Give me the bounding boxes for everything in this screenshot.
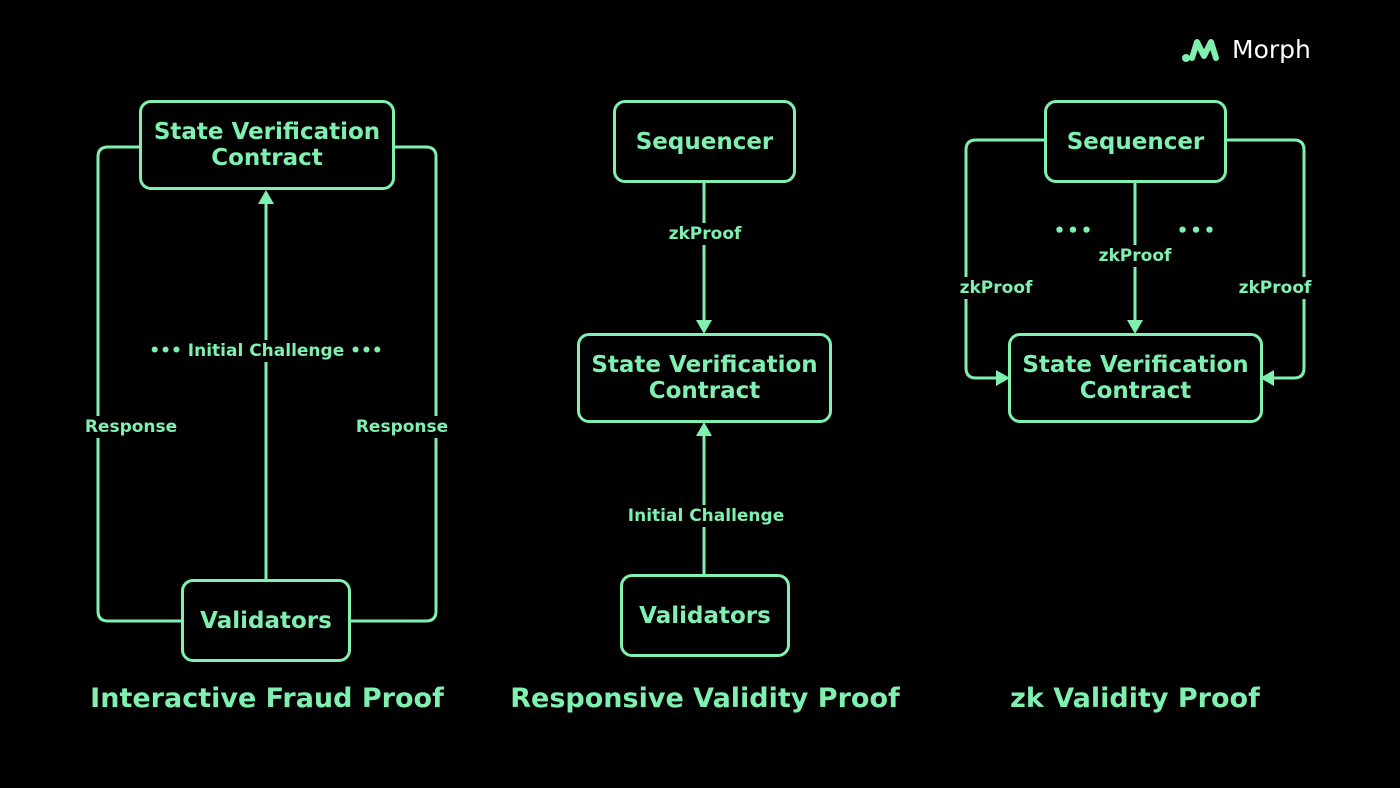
- label-text: Initial Challenge: [187, 341, 345, 361]
- brand-name: Morph: [1232, 34, 1311, 64]
- initial-challenge-label: Initial Challenge: [621, 505, 791, 527]
- box-label: Sequencer: [635, 128, 774, 155]
- initial-challenge-label: ••• Initial Challenge •••: [143, 340, 389, 362]
- dots-left: •••: [149, 341, 182, 361]
- sequencer-box: Sequencer: [1044, 100, 1227, 183]
- box-label: Validators: [200, 607, 332, 634]
- validators-box: Validators: [620, 574, 790, 657]
- state-verification-contract-box: State Verification Contract: [577, 333, 832, 423]
- dots-right: •••: [350, 341, 383, 361]
- validators-box: Validators: [181, 579, 351, 662]
- box-label-line1: State Verification: [591, 352, 818, 378]
- zkproof-label: zkProof: [662, 223, 748, 245]
- box-label-line2: Contract: [648, 378, 761, 404]
- left-zkproof-label: zkProof: [953, 277, 1039, 299]
- ellipsis-left: •••: [1053, 220, 1095, 242]
- diagram-title: Responsive Validity Proof: [510, 683, 900, 714]
- initial-challenge-arrowhead: [696, 422, 712, 436]
- box-label-line2: Contract: [211, 145, 323, 171]
- box-label-line2: Contract: [1079, 378, 1192, 404]
- right-zkproof-arrowhead: [1260, 370, 1274, 386]
- sequencer-box: Sequencer: [613, 100, 796, 183]
- box-label: Sequencer: [1066, 128, 1205, 155]
- challenge-arrowhead: [258, 190, 274, 204]
- left-response-label: Response: [78, 416, 184, 438]
- diagram-title: zk Validity Proof: [1010, 683, 1260, 714]
- state-verification-contract-box: State Verification Contract: [139, 100, 395, 190]
- right-zkproof-line: [1223, 138, 1306, 380]
- ellipsis-right: •••: [1176, 220, 1218, 242]
- left-zkproof-arrowhead: [996, 370, 1010, 386]
- state-verification-contract-box: State Verification Contract: [1008, 333, 1263, 423]
- morph-logo: Morph: [1180, 34, 1311, 64]
- zkproof-arrowhead: [696, 320, 712, 334]
- box-label: Validators: [639, 602, 771, 629]
- diagram-title: Interactive Fraud Proof: [90, 683, 444, 714]
- morph-logo-icon: [1182, 39, 1219, 62]
- right-response-label: Response: [349, 416, 455, 438]
- left-response-line: [96, 145, 184, 623]
- box-label-line1: State Verification: [1022, 352, 1249, 378]
- left-zkproof-line: [964, 138, 1047, 380]
- right-response-line: [348, 145, 438, 623]
- box-label-line1: State Verification: [153, 119, 381, 145]
- center-zkproof-label: zkProof: [1092, 245, 1178, 267]
- right-zkproof-label: zkProof: [1232, 277, 1318, 299]
- center-zkproof-arrowhead: [1127, 320, 1143, 334]
